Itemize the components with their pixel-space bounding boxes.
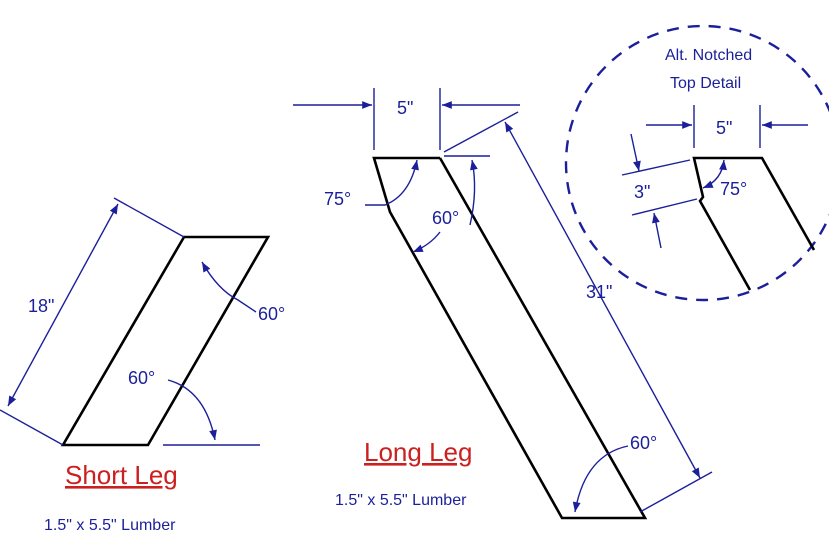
long-leg-top-width: 5" bbox=[397, 98, 413, 118]
length-dimension-line bbox=[7, 203, 119, 407]
long-leg-bottom-angle: 60° bbox=[630, 433, 657, 453]
detail-angle-arc bbox=[702, 159, 727, 189]
detail-notch-depth: 3" bbox=[634, 182, 650, 202]
short-leg-length: 18" bbox=[28, 296, 54, 316]
length-dimension-line bbox=[504, 121, 701, 479]
detail-width: 5" bbox=[716, 118, 732, 138]
long-leg-length: 31" bbox=[586, 282, 612, 302]
long-leg-top-left-angle: 75° bbox=[324, 189, 351, 209]
long-leg-material: 1.5" x 5.5" Lumber bbox=[335, 492, 467, 509]
detail-title-line2: Top Detail bbox=[670, 75, 741, 92]
bottom-angle-arc bbox=[167, 379, 217, 441]
detail-title-line1: Alt. Notched bbox=[665, 47, 752, 64]
notched-top-detail: Alt. Notched Top Detail 5" 3" 75° bbox=[564, 24, 829, 302]
short-leg-bottom-angle: 60° bbox=[128, 368, 155, 388]
extension-line bbox=[639, 471, 713, 513]
short-leg: 18" 60° 60° Short Leg 1.5" x 5.5" Lumber bbox=[0, 197, 285, 534]
extension-line bbox=[113, 197, 185, 238]
bottom-angle-arc bbox=[572, 445, 629, 513]
extension-line bbox=[621, 159, 691, 176]
top-right-angle-arc bbox=[469, 159, 478, 226]
long-leg-title: Long Leg bbox=[364, 437, 472, 467]
short-leg-material: 1.5" x 5.5" Lumber bbox=[44, 517, 176, 534]
detail-outline bbox=[692, 156, 816, 291]
detail-circle bbox=[564, 24, 829, 302]
top-angle-arc bbox=[201, 261, 257, 313]
top-right-angle-arc-lower bbox=[412, 231, 441, 253]
notch-arrow-bottom bbox=[652, 212, 662, 249]
extension-line bbox=[0, 409, 64, 446]
long-leg: 5" 31" 75° 60° 60° Long Leg 1.5" x 5.5" … bbox=[293, 88, 713, 520]
detail-angle: 75° bbox=[720, 179, 747, 199]
extension-line bbox=[631, 198, 698, 216]
top-left-angle-arc bbox=[365, 159, 419, 206]
short-leg-title: Short Leg bbox=[65, 460, 178, 490]
short-leg-top-angle: 60° bbox=[258, 304, 285, 324]
short-leg-outline bbox=[60, 235, 271, 447]
notch-arrow-top bbox=[630, 133, 641, 172]
long-leg-top-right-angle: 60° bbox=[432, 208, 459, 228]
extension-line bbox=[443, 111, 519, 153]
